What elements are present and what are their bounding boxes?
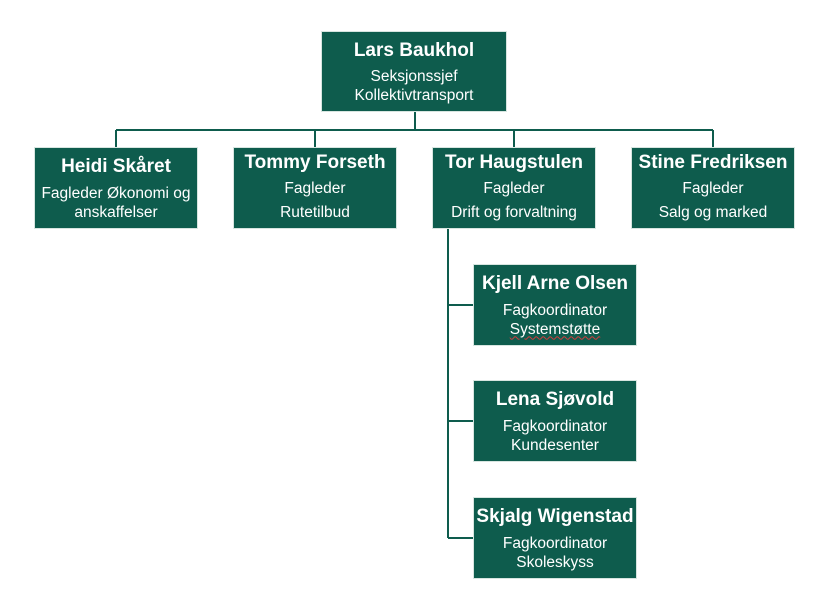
org-node-skjalg-wigenstad: Skjalg Wigenstad Fagkoordinator Skolesky… (473, 497, 637, 579)
node-title-line2: Systemstøtte (509, 320, 601, 338)
node-name: Stine Fredriksen (638, 152, 788, 173)
node-title-line1: Fagleder (682, 180, 744, 197)
org-node-root: Lars Baukhol Seksjonssjef Kollektivtrans… (321, 31, 507, 112)
node-title-line2: anskaffelser (74, 203, 158, 221)
node-name: Lena Sjøvold (495, 388, 615, 410)
node-title-line1: Fagkoordinator (502, 534, 608, 552)
node-title-line2: Kollektivtransport (354, 86, 474, 104)
node-title-line1: Fagleder (284, 180, 346, 197)
node-name: Tor Haugstulen (445, 152, 583, 173)
node-name: Heidi Skåret (61, 155, 171, 177)
node-name: Tommy Forseth (244, 152, 386, 173)
node-title-line2: Skoleskyss (516, 553, 594, 571)
node-name: Skjalg Wigenstad (476, 505, 634, 527)
org-node-heidi-skaret: Heidi Skåret Fagleder Økonomi og anskaff… (34, 147, 198, 229)
node-title-line2: Rutetilbud (280, 204, 350, 221)
org-node-kjell-arne-olsen: Kjell Arne Olsen Fagkoordinator Systemst… (473, 264, 637, 346)
node-title-line1: Fagleder Økonomi og (41, 184, 191, 202)
node-title-line2: Salg og marked (658, 204, 768, 221)
org-node-lena-sjovold: Lena Sjøvold Fagkoordinator Kundesenter (473, 380, 637, 462)
node-title-line1: Fagleder (483, 180, 545, 197)
org-node-tommy-forseth: Tommy Forseth Fagleder Rutetilbud (233, 147, 397, 229)
node-title-line1: Fagkoordinator (502, 417, 608, 435)
node-title-line1: Fagkoordinator (502, 301, 608, 319)
node-title-line2: Kundesenter (511, 436, 599, 454)
org-node-stine-fredriksen: Stine Fredriksen Fagleder Salg og marked (631, 147, 795, 229)
node-title-line1: Seksjonssjef (370, 67, 458, 85)
node-name: Kjell Arne Olsen (481, 272, 629, 294)
node-title-line2: Drift og forvaltning (451, 204, 577, 221)
org-node-tor-haugstulen: Tor Haugstulen Fagleder Drift og forvalt… (432, 147, 596, 229)
node-name: Lars Baukhol (353, 39, 475, 61)
